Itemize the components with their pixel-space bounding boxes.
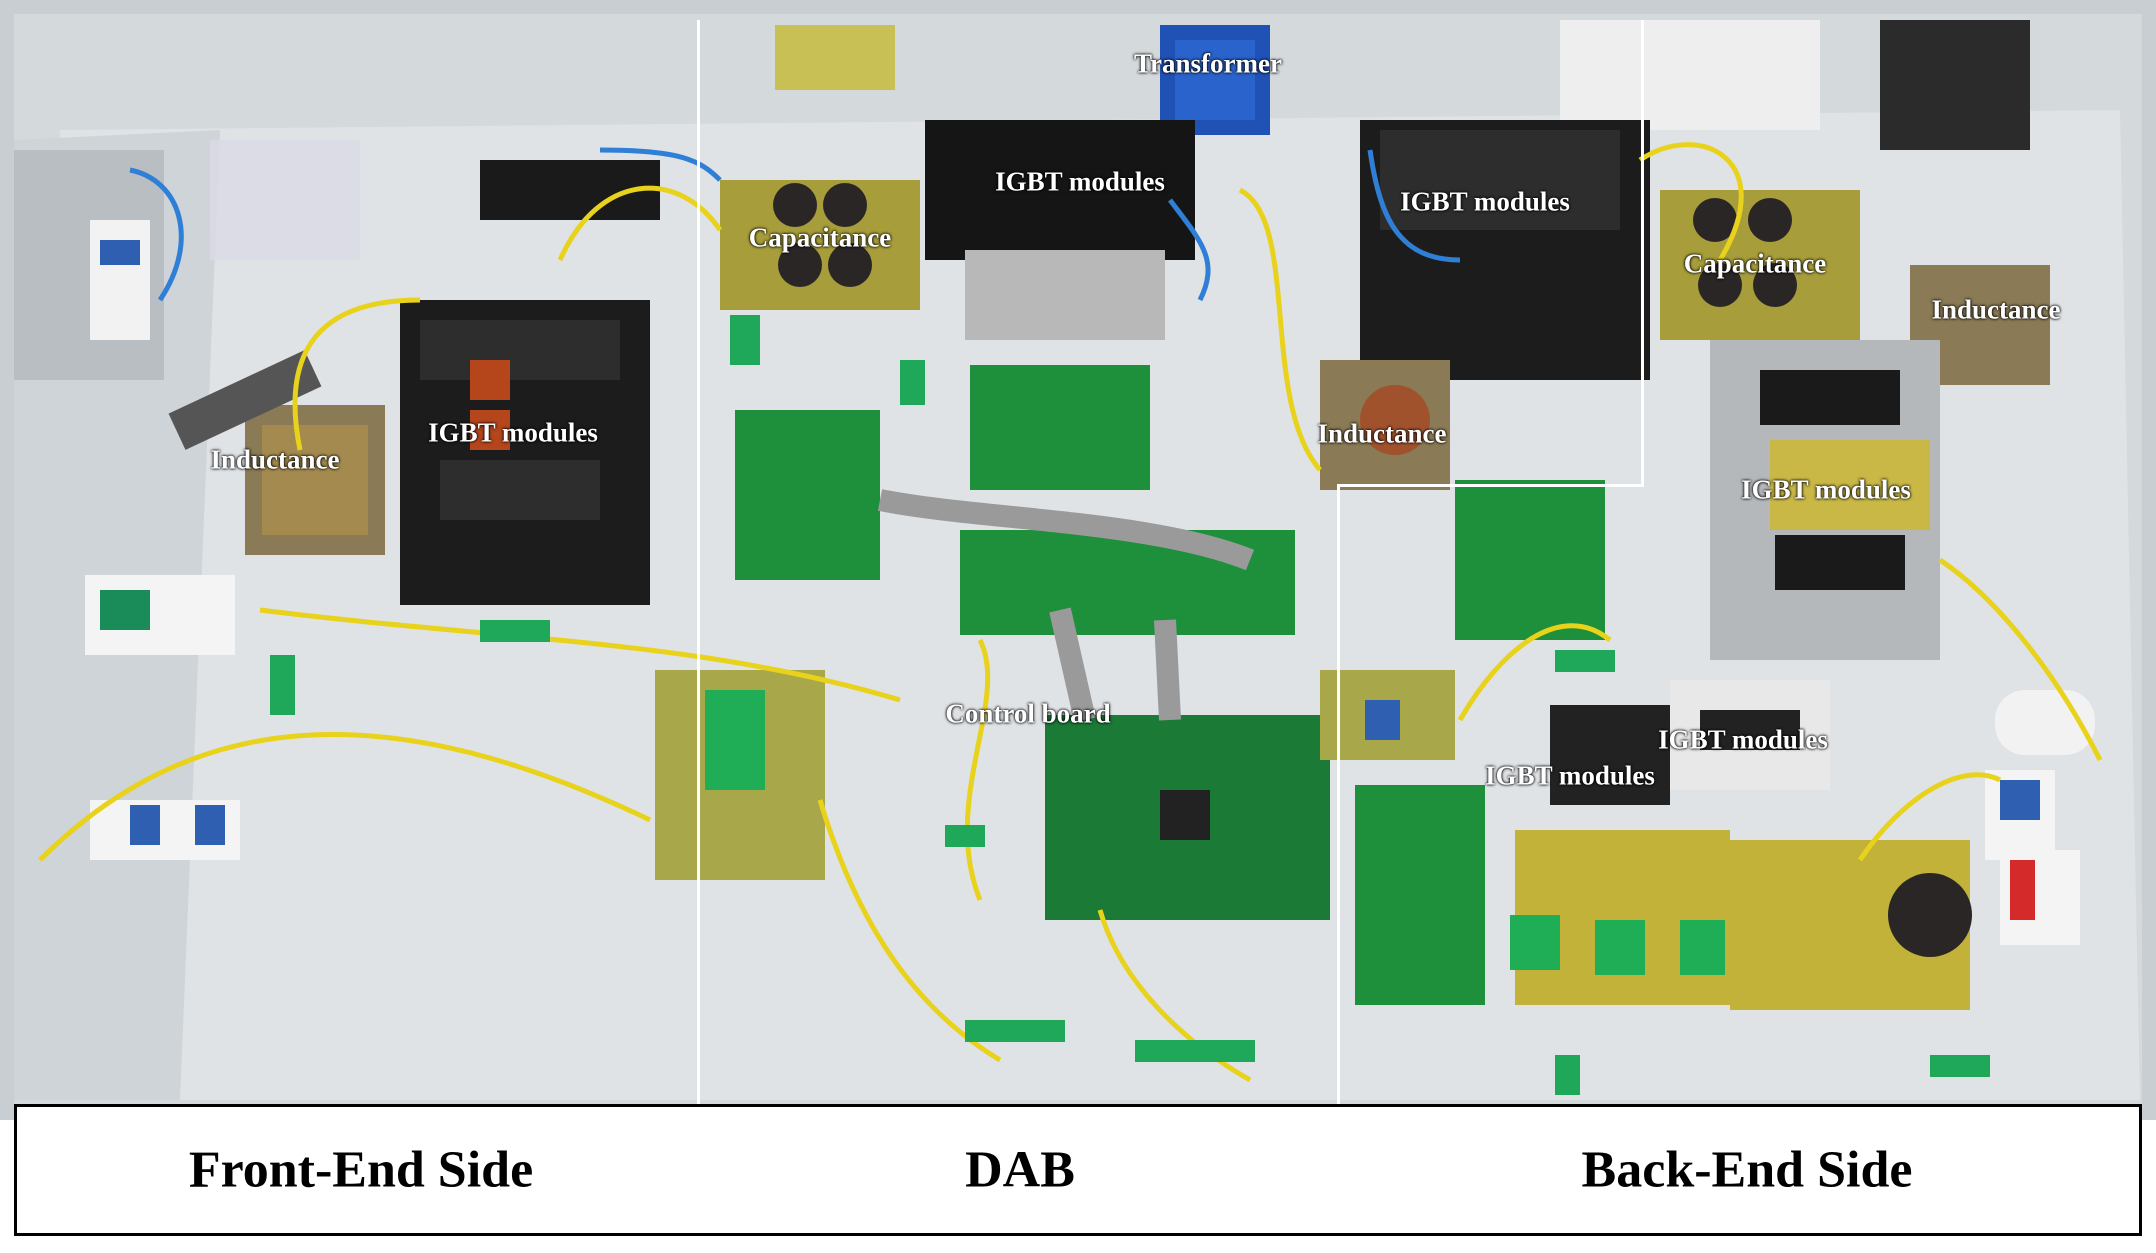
interface-board: [960, 530, 1295, 635]
igbt-top-center: [925, 120, 1195, 260]
igbt-bottom-a: [1550, 705, 1670, 805]
power-strip: [1560, 20, 1820, 130]
resistor-board: [775, 25, 895, 90]
section-front-end: Front-End Side: [188, 1141, 534, 1199]
label-control-board: Control board: [945, 698, 1111, 729]
label-inductance-center: Inductance: [1317, 418, 1447, 449]
photo-scene: [0, 0, 2156, 1120]
label-capacitance-right: Capacitance: [1683, 248, 1827, 279]
divider-front-dab: [697, 20, 700, 1104]
label-capacitance-left: Capacitance: [748, 222, 892, 253]
label-igbt-bottom-right-a: IGBT modules: [1485, 760, 1655, 791]
driver-board-left: [735, 410, 880, 580]
label-transformer: Transformer: [1134, 48, 1282, 79]
divider-dab-back: [1337, 487, 1340, 1104]
driver-board-right: [1455, 480, 1605, 640]
section-back-end: Back-End Side: [1581, 1141, 1913, 1199]
label-igbt-bottom-right-b: IGBT modules: [1658, 724, 1828, 755]
label-igbt-top-center: IGBT modules: [995, 166, 1165, 197]
section-caption-bar: Front-End Side DAB Back-End Side: [14, 1104, 2142, 1236]
capacitor-board-left: [720, 180, 920, 310]
section-dab: DAB: [965, 1141, 1075, 1199]
soldering-station: [1880, 20, 2030, 150]
label-igbt-top-right: IGBT modules: [1400, 186, 1570, 217]
driver-board-top: [970, 365, 1150, 490]
wiring: [38, 142, 2103, 1083]
screw-box: [210, 140, 360, 260]
driver-board-bottom: [1355, 785, 1485, 1005]
label-igbt-right-mid: IGBT modules: [1741, 474, 1911, 505]
label-inductance-left: Inductance: [210, 444, 340, 475]
dab-region-outline: [1337, 20, 1644, 487]
label-inductance-right: Inductance: [1931, 294, 2061, 325]
label-igbt-left: IGBT modules: [428, 417, 598, 448]
